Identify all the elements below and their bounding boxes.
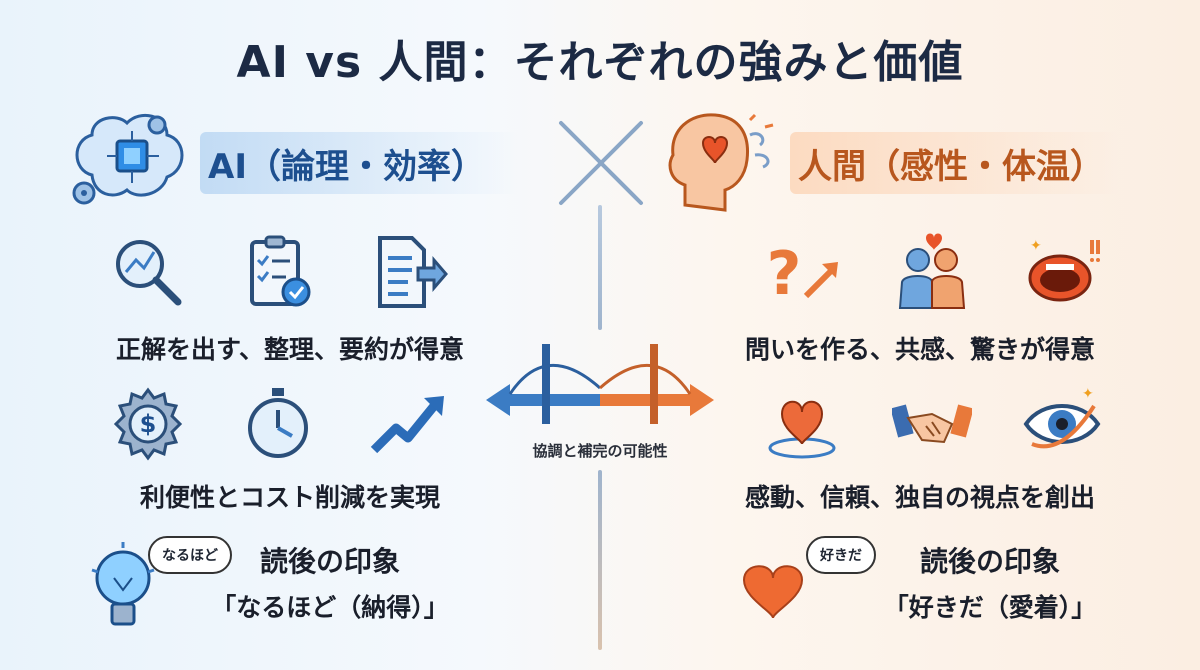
human-thought-bubble: 好きだ	[806, 536, 876, 574]
svg-text:✦: ✦	[1030, 238, 1042, 254]
bridge-label: 協調と補完の可能性	[532, 442, 668, 460]
ai-bubble-text: なるほど	[162, 548, 218, 564]
ai-caption-2: 利便性とコスト削減を実現	[139, 483, 440, 512]
ai-thought-bubble: なるほど	[148, 536, 232, 574]
eye-icon: ✦	[1023, 386, 1101, 449]
human-row2-icons: ✦	[762, 384, 1102, 464]
page-title: AI vs 人間：それぞれの強みと価値	[236, 37, 964, 88]
human-row1-icons: ? ✦	[762, 232, 1102, 312]
ai-impression: 読後の印象 「なるほど（納得）」	[210, 540, 450, 624]
ai-impression-heading: 読後の印象	[259, 545, 400, 578]
bridge-icon	[486, 344, 714, 424]
cross-icon	[559, 121, 643, 205]
human-bubble-text: 好きだ	[820, 548, 862, 564]
human-impression-quote: 「好きだ（愛着）」	[883, 593, 1097, 622]
human-caption-2: 感動、信頼、独自の視点を創出	[744, 483, 1095, 512]
human-heading-banner: 人間（感性・体温）	[790, 132, 1120, 194]
hug-icon	[898, 233, 966, 309]
ai-caption-1: 正解を出す、整理、要約が得意	[115, 335, 464, 364]
heart-icon	[742, 565, 804, 619]
ai-row2-icons: $	[108, 384, 448, 464]
ai-row1-icons	[108, 232, 448, 312]
human-impression: 読後の印象 「好きだ（愛着）」	[870, 540, 1110, 624]
question-arrow-icon: ?	[767, 239, 838, 309]
document-arrow-icon	[378, 236, 448, 308]
human-impression-heading: 読後の印象	[919, 545, 1060, 578]
checklist-icon	[250, 235, 311, 307]
ai-heading: AI（論理・効率）	[208, 146, 485, 187]
lightbulb-icon	[91, 542, 155, 626]
brain-chip-icon	[72, 113, 184, 205]
ai-heading-banner: AI（論理・効率）	[200, 132, 520, 194]
svg-text:✦: ✦	[1082, 386, 1094, 402]
surprised-mouth-icon: ✦	[1028, 238, 1100, 302]
trend-arrow-icon	[370, 396, 444, 454]
handshake-icon	[892, 404, 972, 444]
ai-impression-quote: 「なるほど（納得）」	[211, 593, 449, 622]
center-divider-bottom	[598, 470, 602, 650]
center-divider-top	[598, 205, 602, 330]
magnifier-chart-icon	[116, 240, 182, 306]
heart-ripple-icon	[768, 400, 836, 459]
human-caption-1: 問いを作る、共感、驚きが得意	[744, 335, 1095, 364]
stopwatch-icon	[248, 388, 308, 458]
dollar-gear-icon: $	[113, 387, 183, 461]
head-heart-icon	[668, 113, 774, 212]
svg-text:?: ?	[767, 239, 802, 309]
human-heading: 人間（感性・体温）	[798, 146, 1104, 187]
svg-text:$: $	[140, 410, 157, 438]
